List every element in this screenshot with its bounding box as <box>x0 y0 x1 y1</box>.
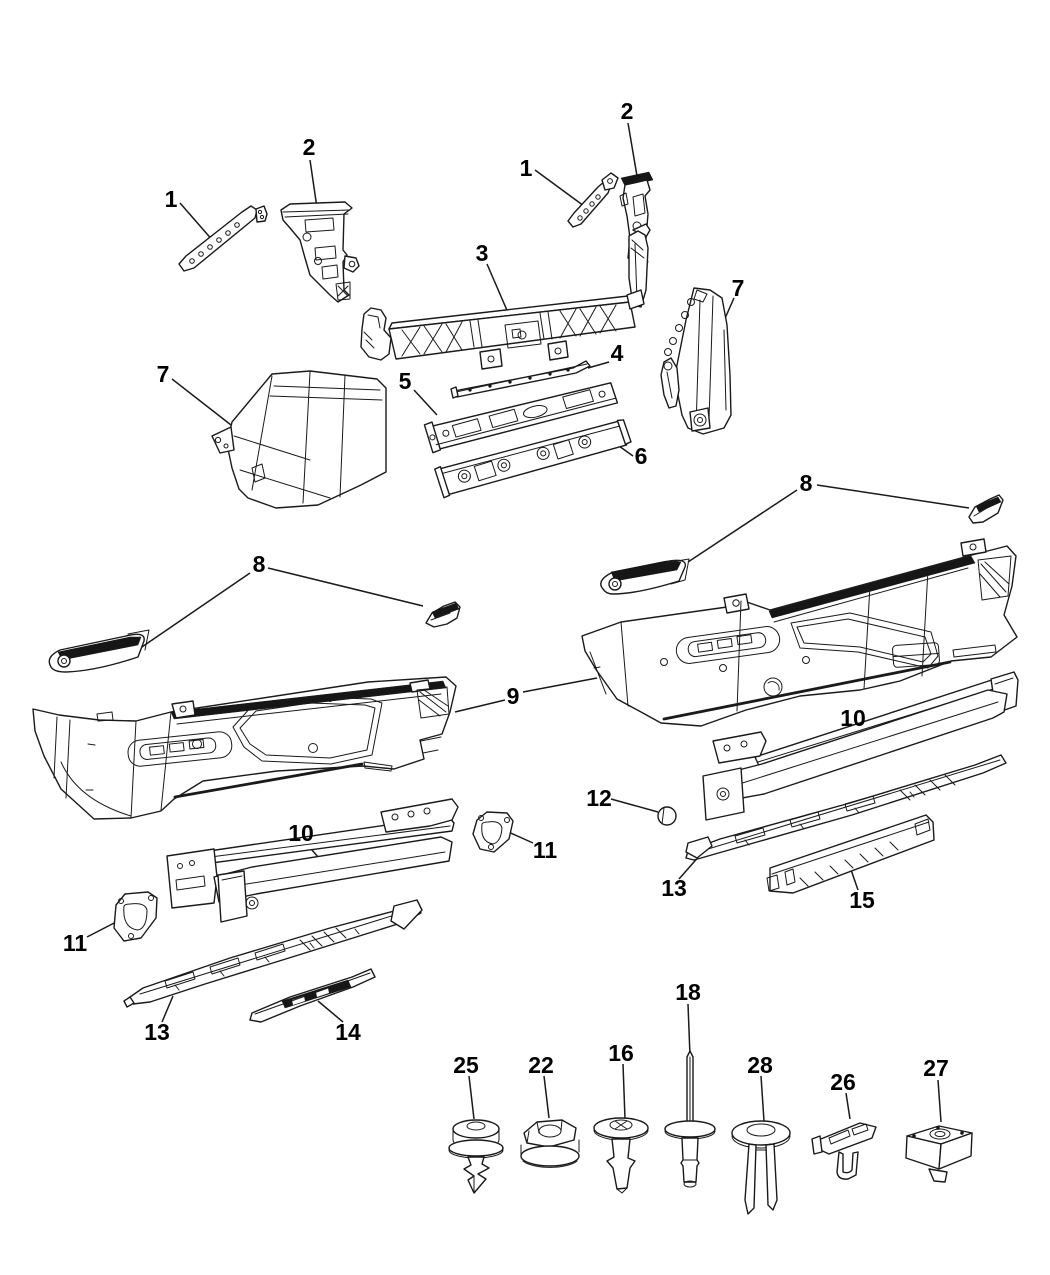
callout-26: 26 <box>830 1069 856 1095</box>
callout-13-right: 13 <box>661 875 687 901</box>
callout-12: 12 <box>586 785 612 811</box>
callout-28: 28 <box>747 1052 773 1078</box>
callout-11-left: 11 <box>63 930 88 956</box>
part-1-rail-bracket-right <box>567 172 619 228</box>
callout-5: 5 <box>399 368 412 394</box>
part-8-tow-hook-cover-right-b <box>968 494 1004 524</box>
part-14-trim-strip <box>249 968 376 1023</box>
fastener-22-flange-nut <box>520 1119 580 1168</box>
part-4-seal-strip <box>450 360 591 399</box>
fastener-28-expansion-rivet <box>731 1120 791 1215</box>
fastener-25-push-pin-clip <box>448 1119 504 1194</box>
callout-3: 3 <box>476 240 489 266</box>
callout-15: 15 <box>849 887 875 913</box>
part-10-impact-bar-left <box>166 798 459 923</box>
callout-2-right: 2 <box>621 98 634 124</box>
callout-18: 18 <box>675 979 701 1005</box>
callout-10-right: 10 <box>840 705 866 731</box>
callout-2-left: 2 <box>303 134 316 160</box>
part-2-side-support-left <box>280 201 360 303</box>
part-10-impact-bar-right <box>702 671 1019 821</box>
callout-11-right: 11 <box>533 837 558 863</box>
fastener-26-retainer-clip <box>811 1122 877 1180</box>
callout-14: 14 <box>335 1019 361 1045</box>
fastener-18-pin-rivet <box>664 1050 716 1188</box>
callout-4: 4 <box>611 340 624 366</box>
callout-7-left: 7 <box>157 361 170 387</box>
callout-7-right: 7 <box>732 275 745 301</box>
callout-labels: 1 2 1 2 3 4 5 6 7 7 8 8 9 10 10 11 11 12… <box>63 98 949 1095</box>
part-8-tow-hook-cover-right-a <box>600 558 690 595</box>
callout-22: 22 <box>528 1052 554 1078</box>
callout-16: 16 <box>608 1040 634 1066</box>
part-9-rear-fascia-left-view <box>32 676 457 820</box>
part-6-lower-closeout-rail <box>434 419 632 499</box>
callout-6: 6 <box>635 443 648 469</box>
part-9-rear-fascia-right-view <box>581 538 1018 727</box>
part-13-lower-valance-right <box>685 754 1007 861</box>
fastener-27-nut-retainer <box>905 1125 973 1183</box>
fastener-16-push-rivet <box>593 1117 649 1194</box>
part-7-corner-support-left <box>211 370 387 509</box>
callout-1-right: 1 <box>520 155 533 181</box>
callout-13-left: 13 <box>144 1019 170 1045</box>
callout-8-left: 8 <box>253 551 266 577</box>
callout-25: 25 <box>453 1052 479 1078</box>
part-11-spacer-right <box>472 811 514 853</box>
part-11-spacer-left <box>113 891 158 942</box>
callout-27: 27 <box>923 1055 949 1081</box>
part-8-tow-hook-cover-left-a <box>48 629 150 673</box>
part-5-upper-closeout-rail <box>423 382 619 454</box>
part-13-lower-valance-left <box>123 899 423 1008</box>
callout-8-right: 8 <box>800 470 813 496</box>
callout-10-left: 10 <box>288 820 314 846</box>
part-3-upper-reinforcement-bar <box>360 223 651 370</box>
part-7-corner-support-right <box>660 287 732 435</box>
part-8-tow-hook-cover-left-b <box>425 601 461 628</box>
part-12-plug <box>657 806 677 826</box>
part-15-step-pad <box>766 814 935 894</box>
part-1-rail-bracket-left <box>178 205 268 272</box>
callout-1-left: 1 <box>165 186 178 212</box>
callout-9: 9 <box>507 683 520 709</box>
